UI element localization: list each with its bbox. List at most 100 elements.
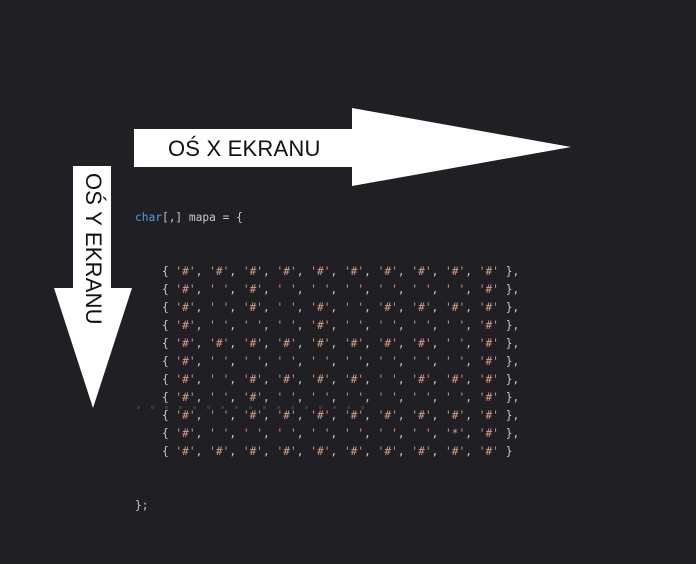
- map-cell: '#': [343, 409, 365, 422]
- map-cell: ' ': [276, 391, 297, 404]
- map-cell: '#': [310, 319, 331, 332]
- map-row: { '#', ' ', '#', ' ', ' ', ' ', ' ', ' '…: [135, 391, 520, 404]
- map-cell: ' ': [445, 391, 466, 404]
- map-cell: '#': [411, 265, 432, 278]
- map-row: { '#', ' ', '#', '#', '#', '#', ' ', '#'…: [135, 373, 520, 386]
- map-cell: '#': [343, 337, 365, 350]
- map-cell: '#': [242, 265, 264, 278]
- map-cell: '#': [175, 355, 196, 368]
- map-cell: '#': [276, 265, 297, 278]
- map-cell: ' ': [209, 427, 230, 440]
- map-rows: { '#', '#', '#', '#', '#', '#', '#', '#'…: [135, 263, 519, 461]
- map-cell: '#': [478, 283, 499, 296]
- map-row: { '#', '#', '#', '#', '#', '#', '#', '#'…: [135, 445, 513, 458]
- code-declaration-line: char[,] mapa = {: [135, 209, 519, 227]
- map-cell: '#': [242, 445, 264, 458]
- map-cell: '#': [478, 337, 499, 350]
- map-cell: '#': [445, 265, 466, 278]
- map-cell: '#': [310, 265, 331, 278]
- map-cell: '#': [175, 391, 196, 404]
- map-cell: '#': [310, 445, 331, 458]
- map-cell: ' ': [445, 355, 466, 368]
- map-row: { '#', ' ', ' ', ' ', ' ', ' ', ' ', ' '…: [135, 355, 520, 368]
- map-cell: '#': [209, 337, 230, 350]
- map-cell: ' ': [411, 283, 432, 296]
- map-cell: '#': [377, 301, 398, 314]
- map-cell: ' ': [377, 355, 398, 368]
- map-cell: ' ': [343, 355, 365, 368]
- map-cell: '#': [478, 265, 499, 278]
- map-row: { '#', '#', '#', '#', '#', '#', '#', '#'…: [135, 337, 520, 350]
- map-cell: '#': [175, 427, 196, 440]
- map-cell: ' ': [310, 355, 331, 368]
- code-block: char[,] mapa = { { '#', '#', '#', '#', '…: [135, 173, 519, 551]
- map-cell: '#': [478, 445, 499, 458]
- map-cell: ' ': [209, 391, 230, 404]
- map-cell: '#': [343, 373, 365, 386]
- map-row: { '#', ' ', ' ', ' ', ' ', ' ', ' ', ' '…: [135, 427, 520, 440]
- map-cell: ' ': [411, 319, 432, 332]
- map-cell: ' ': [242, 427, 264, 440]
- map-cell: '#': [175, 301, 196, 314]
- cut-off-text-remnant: [137, 406, 367, 409]
- map-cell: '#': [411, 409, 432, 422]
- y-axis-label: OŚ Y EKRANU: [81, 173, 106, 325]
- map-cell: '#': [175, 409, 196, 422]
- map-cell: ' ': [411, 427, 432, 440]
- map-cell: ' ': [445, 337, 466, 350]
- y-axis-arrow: [54, 166, 132, 408]
- map-row: { '#', ' ', '#', '#', '#', '#', '#', '#'…: [135, 409, 520, 422]
- map-cell: '#': [310, 337, 331, 350]
- map-cell: ' ': [209, 355, 230, 368]
- map-cell: '#': [276, 373, 297, 386]
- map-cell: '#': [242, 301, 264, 314]
- map-cell: ' ': [411, 355, 432, 368]
- map-cell: '#': [242, 391, 264, 404]
- map-cell: '#': [209, 265, 230, 278]
- map-cell: '#': [175, 283, 196, 296]
- map-cell: '#': [377, 445, 398, 458]
- map-cell: '#': [478, 373, 499, 386]
- map-cell: '#': [242, 409, 264, 422]
- map-cell: '#': [276, 445, 297, 458]
- map-cell: '#': [411, 445, 432, 458]
- array-brackets: [,]: [161, 211, 183, 224]
- map-cell: '#': [310, 409, 331, 422]
- map-cell: ' ': [310, 391, 331, 404]
- map-cell: ' ': [343, 391, 365, 404]
- map-cell: '#': [377, 337, 398, 350]
- map-cell: '#': [445, 445, 466, 458]
- map-cell: ' ': [343, 427, 365, 440]
- map-row: { '#', '#', '#', '#', '#', '#', '#', '#'…: [135, 265, 520, 278]
- map-cell: ' ': [377, 283, 398, 296]
- map-cell: ' ': [377, 373, 398, 386]
- map-cell: '*': [445, 427, 466, 440]
- map-cell: ' ': [343, 283, 365, 296]
- map-cell: '#': [343, 445, 365, 458]
- map-cell: '#': [343, 265, 365, 278]
- map-cell: ' ': [377, 427, 398, 440]
- map-cell: ' ': [242, 319, 264, 332]
- map-cell: ' ': [377, 391, 398, 404]
- map-cell: '#': [445, 409, 466, 422]
- map-cell: '#': [478, 427, 499, 440]
- map-cell: '#': [310, 301, 331, 314]
- map-cell: '#': [175, 337, 196, 350]
- map-cell: ' ': [343, 319, 365, 332]
- map-cell: '#': [175, 445, 196, 458]
- map-cell: '#': [377, 409, 398, 422]
- map-cell: '#': [445, 301, 466, 314]
- map-cell: '#': [411, 337, 432, 350]
- code-closing-line: };: [135, 499, 149, 512]
- map-cell: '#': [276, 409, 297, 422]
- map-cell: ' ': [411, 391, 432, 404]
- map-cell: '#': [445, 373, 466, 386]
- map-cell: '#': [478, 391, 499, 404]
- map-cell: ' ': [242, 355, 264, 368]
- x-axis-label: OŚ X EKRANU: [168, 136, 321, 161]
- assign-operator: = {: [215, 211, 243, 224]
- map-cell: '#': [242, 373, 264, 386]
- map-cell: ' ': [209, 319, 230, 332]
- map-cell: '#': [209, 445, 230, 458]
